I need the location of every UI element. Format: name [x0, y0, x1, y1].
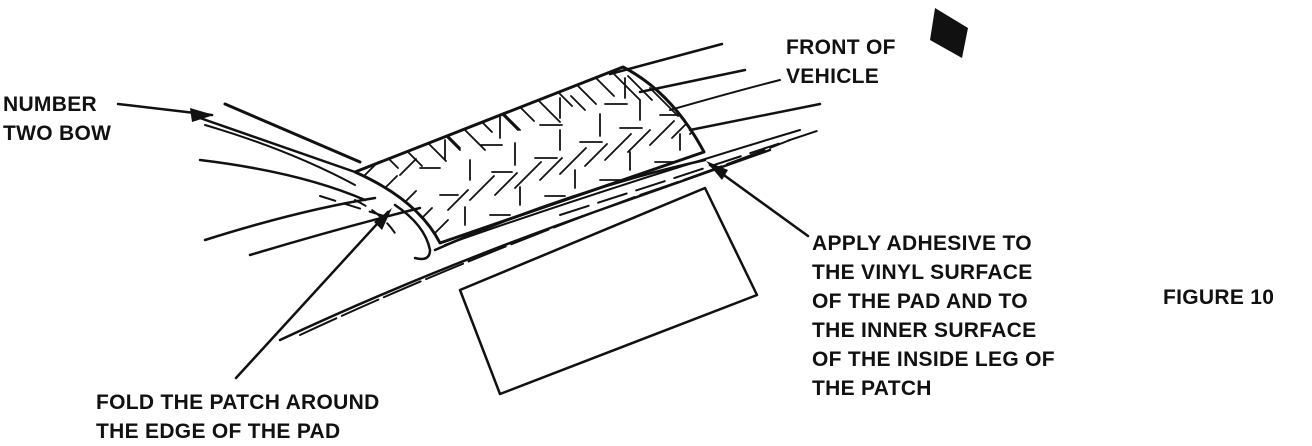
bow-rail-line	[669, 79, 781, 111]
bow-rail-line	[198, 158, 367, 202]
front-direction-arrow	[930, 8, 968, 58]
patch-fold-curve	[393, 203, 432, 261]
number-two-bow-arrowhead	[190, 108, 214, 122]
number-two-bow-label: NUMBER TWO BOW	[3, 93, 112, 145]
pad-edge-line	[433, 158, 707, 252]
fold-patch-leader	[234, 210, 390, 380]
pad-edge-line	[559, 129, 821, 216]
figure-number-label: FIGURE 10	[1163, 286, 1275, 309]
patch-hatch-texture	[359, 69, 703, 241]
bow-rail-line	[198, 116, 357, 174]
fold-patch-arrowhead	[374, 208, 392, 230]
bow-rail-line	[204, 124, 356, 186]
fold-patch-label: FOLD THE PATCH AROUND THE EDGE OF THE PA…	[96, 391, 380, 443]
pad-edge-line	[444, 129, 801, 246]
patch-inside-leg	[458, 186, 759, 396]
bow-rail-line	[223, 102, 362, 164]
bow-rail-line	[248, 206, 422, 257]
adhesive-patch-outline	[353, 65, 706, 245]
front-of-vehicle-label: FRONT OF VEHICLE	[786, 36, 896, 88]
bow-rail-line	[638, 68, 747, 94]
bow-rail-line	[688, 102, 822, 132]
pad-edge-line	[299, 139, 791, 336]
apply-adhesive-leader	[708, 163, 810, 238]
apply-adhesive-label: APPLY ADHESIVE TO THE VINYL SURFACE OF T…	[812, 232, 1055, 400]
apply-adhesive-arrowhead	[706, 161, 728, 180]
